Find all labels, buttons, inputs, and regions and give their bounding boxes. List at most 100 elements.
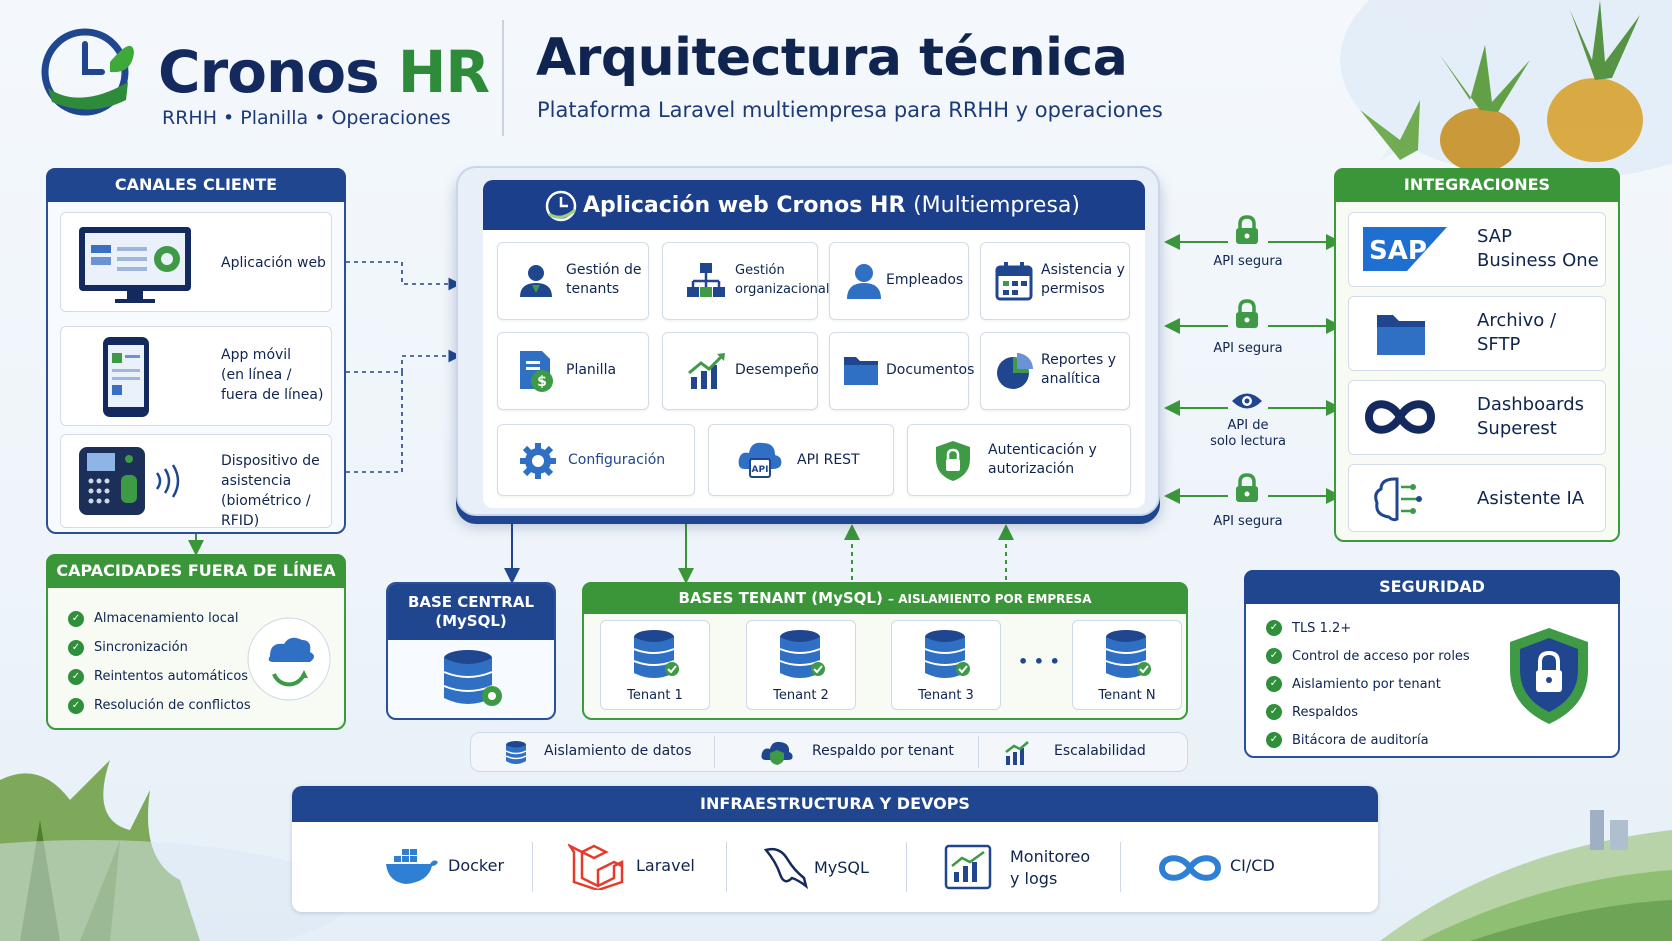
payroll-document-icon: $ xyxy=(520,351,553,392)
client-channels-panel: CANALES CLIENTE Aplicación web App móvil… xyxy=(46,168,346,534)
check-icon: ✓ xyxy=(1266,620,1282,636)
module-performance[interactable]: Desempeño xyxy=(662,332,819,410)
page-title: Arquitectura técnica xyxy=(536,28,1128,88)
offline-capabilities-title: CAPACIDADES FUERA DE LÍNEA xyxy=(46,554,346,588)
module-label: Planilla xyxy=(566,362,617,378)
monitoring-chart-icon xyxy=(944,844,992,890)
org-chart-icon xyxy=(687,263,725,297)
shield-lock-icon xyxy=(936,441,970,481)
clock-leaf-logo-icon xyxy=(545,190,577,222)
channel-label: Aplicación web xyxy=(221,255,326,271)
infinity-icon xyxy=(1365,400,1435,434)
channel-label: App móvil (en línea / fuera de línea) xyxy=(221,347,324,403)
module-payroll[interactable]: $ Planilla xyxy=(497,332,649,410)
bar-chart-icon xyxy=(1005,741,1029,765)
brand-name: Cronos HR xyxy=(158,38,490,106)
folder-icon xyxy=(1377,315,1425,355)
database-icon xyxy=(633,630,679,678)
feature-label: Respaldo por tenant xyxy=(812,743,954,759)
svg-text:API: API xyxy=(752,465,769,475)
check-icon: ✓ xyxy=(68,697,84,714)
check-icon: ✓ xyxy=(1266,648,1282,664)
api-readonly-label: API de solo lectura xyxy=(1210,418,1286,449)
module-configuration[interactable]: Configuración xyxy=(497,424,695,496)
tenant-db-3[interactable]: Tenant 3 xyxy=(891,620,1001,710)
security-title: SEGURIDAD xyxy=(1244,570,1620,604)
divider xyxy=(978,736,979,768)
tenant-dbs-title-suffix: – AISLAMIENTO POR EMPRESA xyxy=(888,592,1092,606)
lock-icon xyxy=(1236,299,1258,328)
tenant-db-2[interactable]: Tenant 2 xyxy=(746,620,856,710)
integration-sftp[interactable]: Archivo / SFTP xyxy=(1348,296,1606,371)
feature-label: Escalabilidad xyxy=(1054,743,1146,759)
core-app-title: Aplicación web Cronos HR (Multiempresa) xyxy=(483,180,1145,232)
channel-web-app[interactable]: Aplicación web xyxy=(60,212,332,312)
module-label: Empleados xyxy=(886,272,964,288)
channel-label: Dispositivo de asistencia (biométrico / … xyxy=(221,453,320,529)
divider xyxy=(726,842,727,892)
cloud-sync-icon xyxy=(247,617,331,701)
database-gear-icon xyxy=(443,650,502,706)
channel-mobile-app[interactable]: App móvil (en línea / fuera de línea) xyxy=(60,326,332,426)
database-icon xyxy=(1105,630,1151,678)
divider xyxy=(714,736,715,768)
infra-item-monitoring: Monitoreo y logs xyxy=(1010,847,1091,888)
integration-ai-assistant[interactable]: Asistente IA xyxy=(1348,464,1606,532)
list-item: ✓Control de acceso por roles xyxy=(1266,642,1470,670)
calendar-icon xyxy=(995,262,1033,301)
list-item: ✓Respaldos xyxy=(1266,698,1470,726)
check-icon: ✓ xyxy=(1266,732,1282,748)
module-org-management[interactable]: Gestión organizacional xyxy=(662,242,829,320)
tenant-db-n[interactable]: Tenant N xyxy=(1072,620,1182,710)
module-api-rest[interactable]: API API REST xyxy=(708,424,894,496)
module-documents[interactable]: Documentos xyxy=(829,332,974,410)
list-item: ✓Sincronización xyxy=(68,633,251,662)
folder-icon xyxy=(844,357,878,385)
sap-logo-icon: SAP xyxy=(1363,227,1447,271)
database-icon xyxy=(924,630,970,678)
brand-suffix: HR xyxy=(397,38,490,106)
tenant-db-1[interactable]: Tenant 1 xyxy=(600,620,710,710)
employee-icon xyxy=(847,264,881,299)
brand-tagline: RRHH • Planilla • Operaciones xyxy=(162,107,451,129)
list-item: ✓Reintentos automáticos xyxy=(68,662,251,691)
module-label: Desempeño xyxy=(735,362,819,378)
module-label: Autenticación y autorización xyxy=(988,442,1097,477)
smartphone-icon xyxy=(103,337,149,417)
integrations-title: INTEGRACIONES xyxy=(1334,168,1620,202)
infra-item-docker: Docker xyxy=(448,856,505,875)
integration-sap[interactable]: SAP SAP Business One xyxy=(1348,212,1606,287)
integration-label: Asistente IA xyxy=(1477,488,1585,509)
features-strip xyxy=(470,732,1188,772)
svg-text:$: $ xyxy=(537,374,547,390)
module-auth[interactable]: Autenticación y autorización xyxy=(907,424,1131,496)
central-db-panel: BASE CENTRAL (MySQL) xyxy=(386,582,556,720)
gear-icon xyxy=(520,443,556,479)
check-icon: ✓ xyxy=(1266,704,1282,720)
offline-capabilities-panel: CAPACIDADES FUERA DE LÍNEA ✓Almacenamien… xyxy=(46,554,346,730)
api-secure-label: API segura xyxy=(1213,254,1283,269)
client-channels-title: CANALES CLIENTE xyxy=(46,168,346,202)
divider xyxy=(906,842,907,892)
module-label: Gestión de tenants xyxy=(566,262,642,297)
docker-whale-icon xyxy=(386,849,438,884)
module-label: Asistencia y permisos xyxy=(1041,262,1125,297)
infra-item-laravel: Laravel xyxy=(636,856,695,875)
integration-label: Archivo / SFTP xyxy=(1477,310,1557,355)
module-label: Configuración xyxy=(568,452,666,468)
integration-dashboards[interactable]: Dashboards Superest xyxy=(1348,380,1606,455)
integrations-panel: INTEGRACIONES SAP SAP Business One Archi… xyxy=(1334,168,1620,542)
module-employees[interactable]: Empleados xyxy=(829,242,969,320)
pie-chart-icon xyxy=(997,353,1033,389)
module-reports[interactable]: Reportes y analítica xyxy=(980,332,1130,410)
list-item: ✓Almacenamiento local xyxy=(68,604,251,633)
channel-attendance-device[interactable]: Dispositivo de asistencia (biométrico / … xyxy=(60,434,332,529)
tenant-ellipsis: • • • xyxy=(1018,652,1060,671)
module-attendance[interactable]: Asistencia y permisos xyxy=(980,242,1130,320)
module-tenants[interactable]: Gestión de tenants xyxy=(497,242,649,320)
central-db-title: BASE CENTRAL (MySQL) xyxy=(388,584,554,640)
module-label: API REST xyxy=(797,452,860,468)
offline-list: ✓Almacenamiento local ✓Sincronización ✓R… xyxy=(68,604,251,720)
lock-icon xyxy=(1236,215,1258,244)
